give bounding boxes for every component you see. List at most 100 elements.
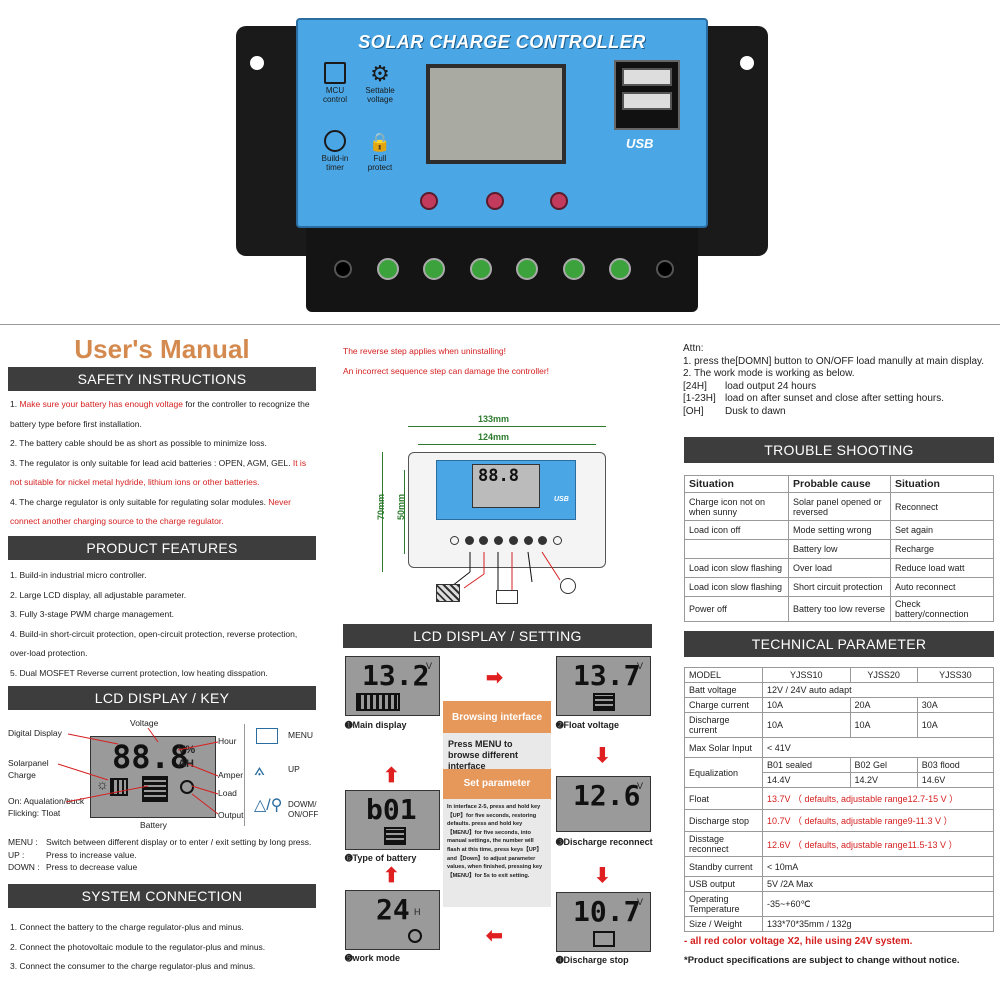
feature-item: 4. Build-in short-circuit protection, op…: [10, 628, 298, 659]
key-divider: [244, 724, 245, 826]
arrow-up-2: ⬆: [383, 865, 400, 887]
caption-work-mode: ➎work mode: [345, 953, 401, 963]
table-row: Max Solar Input< 41V: [684, 737, 994, 758]
icon-protect: 🔒 Full protect: [362, 130, 398, 186]
bulb-icon-drawing: [560, 578, 576, 594]
lcd-screen-work-mode: 24 H: [345, 890, 440, 950]
sun-icon: ☼: [96, 776, 109, 792]
usb-label: USB: [626, 136, 654, 151]
mode-24h: [24H]load output 24 hours: [683, 380, 817, 392]
arrow-right: ➡: [486, 667, 503, 689]
caption-float: ➋Float voltage: [556, 720, 620, 730]
wiring: [451, 551, 561, 590]
mount-hole-right: [740, 56, 754, 70]
up-key-label: UP: [288, 764, 300, 774]
note-spec: *Product specifications are subject to c…: [684, 955, 960, 966]
label-battery: Battery: [140, 820, 167, 830]
gear-icon: ⚙: [370, 61, 390, 86]
down-key-icon[interactable]: △/⚲: [254, 797, 283, 814]
browse-title: Browsing interface: [443, 701, 551, 733]
label-flick: Flicking: Tloat: [8, 808, 61, 818]
warning-2: An incorrect sequence step can damage th…: [343, 366, 550, 376]
key-desc-menu: MENU :Switch between different display o…: [8, 837, 312, 847]
label-solar: Solarpanel: [8, 758, 49, 768]
lcd-screen-reconnect: 12.6 V: [556, 776, 651, 832]
table-row: Standby current< 10mA: [684, 856, 994, 877]
system-item: 2. Connect the photovoltaic module to th…: [10, 941, 266, 952]
feature-item: 1. Build-in industrial micro controller.: [10, 570, 147, 580]
lcd-screen-main: 13.2 V: [345, 656, 440, 716]
system-header: SYSTEM CONNECTION: [8, 884, 316, 908]
device-menu-button[interactable]: [420, 192, 438, 210]
tech-header: TECHNICAL PARAMETER: [684, 631, 994, 657]
label-voltage: Voltage: [130, 718, 159, 728]
menu-key-icon[interactable]: [256, 728, 278, 744]
device-lcd-screen: [426, 64, 566, 164]
lcd-screen-battery-type: b01: [345, 790, 440, 850]
key-desc-up: UP :Press to increase value.: [8, 849, 137, 860]
safety-header: SAFETY INSTRUCTIONS: [8, 367, 316, 391]
lcd-screen-float: 13.7 V: [556, 656, 651, 716]
dimension-drawing: 133mm 124mm 70mm 50mm 88.8 USB: [372, 412, 622, 612]
device-down-button[interactable]: [550, 192, 568, 210]
terminal-screws: [334, 256, 674, 282]
mode-1-23h: [1-23H]load on after sunset and close af…: [683, 393, 945, 405]
attn-block: Attn: 1. press the[DOMN] button to ON/OF…: [683, 343, 995, 419]
caption-battery-type: ➏Type of battery: [345, 853, 417, 863]
clock-icon: [324, 130, 346, 152]
section-divider: [0, 324, 1000, 325]
mode-0h: [OH]Dusk to dawn: [683, 405, 786, 417]
caption-discharge-stop: ➍Discharge stop: [556, 955, 629, 965]
manual-title: User's Manual: [74, 334, 250, 364]
key-descriptions: MENU :Switch between different display o…: [8, 836, 318, 874]
icon-protect-label: Full protect: [367, 154, 393, 172]
drawing-terminals: [450, 536, 562, 545]
menu-key-label: MENU: [288, 730, 314, 740]
label-aqua: On: Aqualation/buck: [8, 796, 85, 806]
key-desc-down: DOWN :Press to decrease value: [8, 862, 138, 872]
dim-133: 133mm: [478, 414, 510, 424]
system-item: 3. Connect the consumer to the charge re…: [10, 961, 256, 971]
flow-box: Browsing interface Press MENU to browse …: [443, 701, 551, 907]
lcd-key-header: LCD DISPLAY / KEY: [8, 686, 316, 710]
key-diagram-unit-ah: AH: [178, 758, 194, 770]
lcd-key-diagram: 88.8 V% AH ☼ Voltage Digital Display Hou…: [8, 714, 318, 830]
batt-icon-drawing: [496, 590, 518, 604]
set-title: Set parameter: [443, 769, 551, 799]
warning-1: The reverse step applies when uninstalli…: [343, 346, 507, 356]
features-header: PRODUCT FEATURES: [8, 536, 316, 560]
safety-item-4: 4. The charge regulator is only suitable…: [10, 496, 291, 527]
icon-settable-label: Settable voltage: [365, 86, 395, 104]
note-24v: - all red color voltage X2, hile using 2…: [684, 936, 913, 947]
attn-line: 2. The work mode is working as below.: [683, 368, 855, 380]
terminal-block: [306, 222, 698, 312]
device-up-button[interactable]: [486, 192, 504, 210]
up-key-icon[interactable]: ⟑: [254, 759, 265, 779]
trouble-header: TROUBLE SHOOTING: [684, 437, 994, 463]
label-hour: Hour: [218, 736, 237, 746]
solar-panel-icon: [110, 778, 128, 796]
arrow-down-2: ⬇: [594, 865, 611, 887]
lcd-setting-header: LCD DISPLAY / SETTING: [343, 624, 652, 648]
table-row: Operating Temperature-35~+60℃: [684, 891, 994, 917]
safety-item-2: 2. The battery cable should be as short …: [10, 438, 267, 448]
set-text: In interface 2-5, press and hold key【UP】…: [447, 804, 543, 879]
device-title: SOLAR CHARGE CONTROLLER: [358, 32, 646, 52]
feature-item: 2. Large LCD display, all adjustable par…: [10, 589, 187, 600]
features-list: 1. Build-in industrial micro controller.…: [10, 566, 316, 683]
leader-lines: [57, 727, 219, 815]
attn-line: 1. press the[DOMN] button to ON/OFF load…: [683, 355, 985, 367]
mount-hole-left: [250, 56, 264, 70]
